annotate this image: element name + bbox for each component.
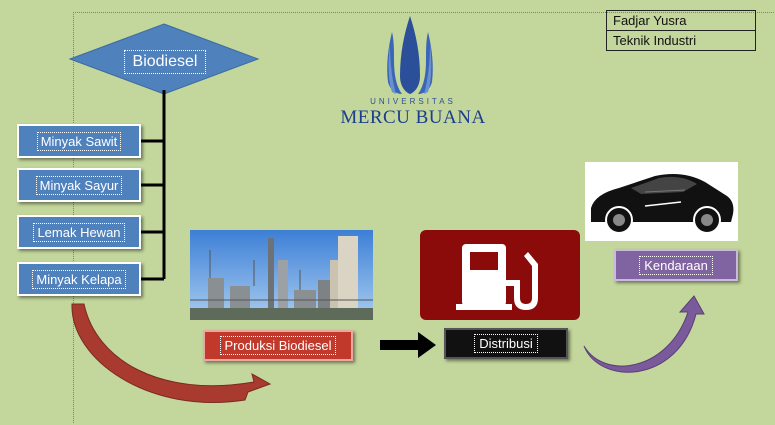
logo-top-text: UNIVERSITAS — [370, 97, 456, 106]
biodiesel-label: Biodiesel — [124, 50, 206, 74]
ingredient-box-minyak-kelapa: Minyak Kelapa — [17, 262, 141, 296]
ingredient-label: Minyak Sawit — [36, 131, 122, 151]
production-label: Produksi Biodiesel — [219, 336, 337, 355]
production-box: Produksi Biodiesel — [203, 330, 353, 361]
author-department: Teknik Industri — [606, 30, 756, 51]
ingredient-label: Minyak Sayur — [35, 175, 123, 195]
factory-plant-icon — [190, 230, 373, 320]
ingredient-label: Minyak Kelapa — [32, 269, 126, 289]
vehicle-box: Kendaraan — [614, 249, 738, 281]
logo-name: MERCU BUANA — [340, 107, 486, 128]
ingredient-box-minyak-sayur: Minyak Sayur — [17, 168, 141, 202]
sports-car-icon — [591, 174, 734, 234]
university-logo-icon — [387, 16, 433, 94]
distribution-label: Distribusi — [474, 334, 538, 353]
curved-arrow-purple — [583, 295, 705, 373]
ingredient-label: Lemak Hewan — [33, 222, 125, 242]
distribution-box: Distribusi — [444, 328, 568, 359]
author-table: Fadjar Yusra Teknik Industri — [606, 10, 756, 51]
vehicle-label: Kendaraan — [639, 255, 713, 275]
fuel-pump-icon — [420, 230, 580, 320]
author-name: Fadjar Yusra — [606, 10, 756, 31]
ingredient-box-lemak-hewan: Lemak Hewan — [17, 215, 141, 249]
curved-arrow-red — [71, 303, 272, 403]
car-image-box — [585, 162, 738, 241]
ingredient-box-minyak-sawit: Minyak Sawit — [17, 124, 141, 158]
straight-arrow-black — [380, 332, 436, 358]
